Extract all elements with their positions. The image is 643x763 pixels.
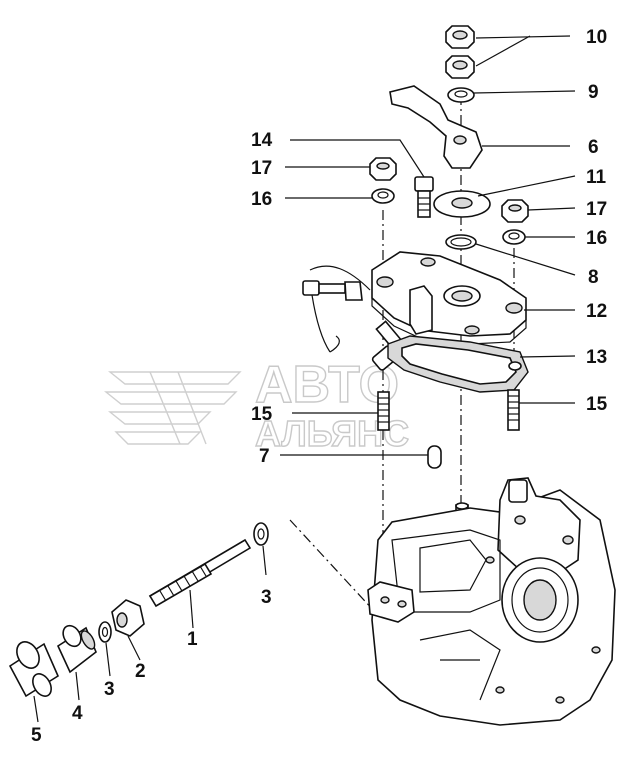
callout-9: 9 bbox=[588, 82, 599, 103]
part-6-bracket bbox=[389, 85, 483, 169]
part-9-washer bbox=[447, 87, 475, 103]
callout-3-lower: 3 bbox=[104, 679, 115, 700]
leader-lines bbox=[33, 35, 576, 723]
callout-12: 12 bbox=[586, 301, 607, 322]
callout-labels: 10 9 6 14 17 16 11 17 16 8 12 13 15 15 7… bbox=[31, 27, 608, 746]
callout-17-right: 17 bbox=[586, 199, 607, 220]
callout-16-left: 16 bbox=[251, 189, 272, 210]
part-17-nut-right bbox=[501, 199, 529, 223]
callout-14: 14 bbox=[251, 130, 273, 151]
callout-11: 11 bbox=[586, 167, 607, 188]
part-11-large-washer bbox=[433, 190, 491, 218]
watermark-logo bbox=[104, 371, 242, 445]
part-2-hex-nut bbox=[111, 599, 145, 637]
callout-1: 1 bbox=[187, 629, 198, 650]
part-7-key bbox=[427, 445, 442, 469]
callout-16-right: 16 bbox=[586, 228, 607, 249]
callout-6: 6 bbox=[588, 137, 599, 158]
part-5-cap bbox=[8, 641, 60, 698]
part-3-washer-upper bbox=[253, 522, 269, 546]
callout-8: 8 bbox=[588, 267, 599, 288]
part-16-washer-right bbox=[502, 229, 526, 245]
part-12-flange-plate bbox=[371, 251, 527, 345]
part-15-stud-right bbox=[507, 389, 520, 431]
callout-3-upper: 3 bbox=[261, 587, 272, 608]
callout-10: 10 bbox=[586, 27, 607, 48]
part-3-washer-lower bbox=[98, 621, 112, 643]
callout-17-left: 17 bbox=[251, 158, 272, 179]
callout-15-right: 15 bbox=[586, 394, 608, 415]
part-13-gasket bbox=[387, 335, 529, 393]
callout-13: 13 bbox=[586, 347, 607, 368]
part-8-o-ring bbox=[445, 234, 477, 250]
callout-2: 2 bbox=[135, 661, 146, 682]
callout-7: 7 bbox=[259, 446, 270, 467]
part-15-stud-left bbox=[377, 391, 390, 431]
callout-4: 4 bbox=[72, 703, 83, 724]
part-1-threaded-rod bbox=[148, 538, 252, 608]
callout-5: 5 bbox=[31, 725, 42, 746]
part-14-bolt bbox=[414, 176, 434, 218]
part-16-washer-left bbox=[371, 188, 395, 204]
part-17-nut-left bbox=[369, 157, 397, 181]
part-4-sleeve bbox=[56, 624, 97, 674]
watermark-line1: АВТО bbox=[255, 356, 399, 414]
part-10-nut-lower bbox=[445, 55, 475, 79]
engine-housing bbox=[367, 477, 616, 726]
callout-15-left: 15 bbox=[251, 404, 273, 425]
part-10-nut-upper bbox=[445, 25, 475, 49]
